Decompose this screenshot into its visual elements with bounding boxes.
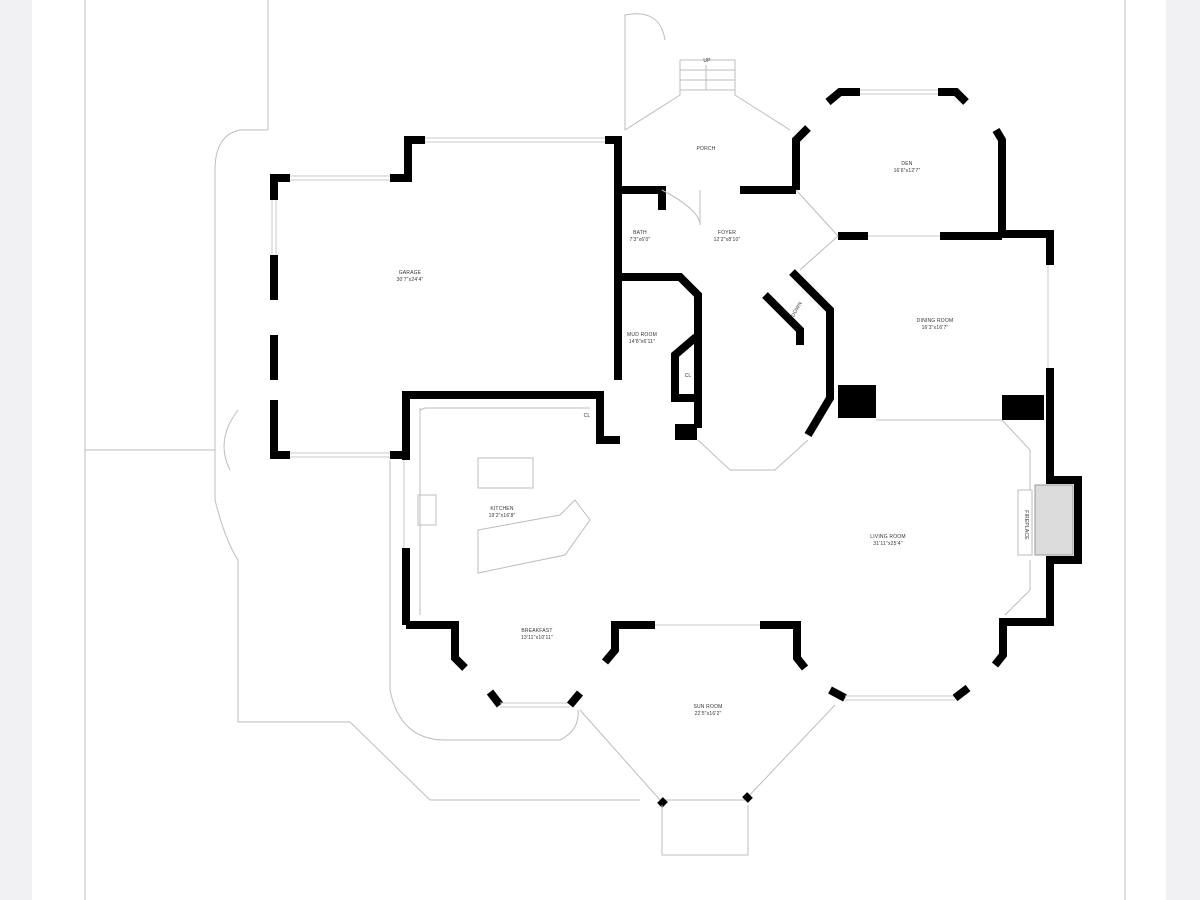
porch-label: PORCH (696, 146, 715, 152)
kitchen-size: 19'2"x16'8" (489, 513, 516, 519)
right-margin (1166, 0, 1200, 900)
den-size: 16'6"x12'7" (894, 168, 921, 174)
dining-room-label: DINING ROOM (917, 318, 954, 324)
room-labels: PORCH UP DEN 16'6"x12'7" GARAGE 30'7"x24… (397, 58, 1029, 717)
garage-label: GARAGE (399, 270, 422, 276)
garage-size: 30'7"x24'4" (397, 277, 424, 283)
den-label: DEN (901, 161, 912, 167)
fireplace-label: FIREPLACE (1023, 510, 1029, 540)
foyer-label: FOYER (718, 230, 736, 236)
closet-mud-label: CL (685, 373, 692, 379)
site-lines (84, 0, 1126, 900)
kitchen-label: KITCHEN (490, 506, 514, 512)
closet-kitchen-label: CL (584, 413, 591, 419)
mud-room-label: MUD ROOM (627, 332, 657, 338)
foyer-size: 12'2"x8'10" (714, 237, 741, 243)
sun-room-size: 22'5"x16'2" (695, 711, 722, 717)
mud-room-size: 14'8"x6'11" (629, 339, 655, 345)
south-walls (402, 391, 971, 856)
bath-size: 7'3"x6'0" (630, 237, 651, 243)
stairs-up-label: UP (703, 58, 711, 64)
stairs-down-label: DOWN (790, 301, 804, 319)
living-room-label: LIVING ROOM (870, 534, 906, 540)
breakfast-size: 13'11"x10'11" (521, 635, 553, 641)
bath-label: BATH (633, 230, 647, 236)
left-margin (0, 0, 32, 900)
garage-walls (270, 136, 622, 459)
dining-room-size: 16'3"x16'7" (922, 325, 949, 331)
core-walls (614, 88, 1082, 668)
living-room-size: 31'11"x25'4" (873, 541, 902, 547)
breakfast-label: BREAKFAST (521, 628, 552, 634)
sun-room-label: SUN ROOM (693, 704, 722, 710)
